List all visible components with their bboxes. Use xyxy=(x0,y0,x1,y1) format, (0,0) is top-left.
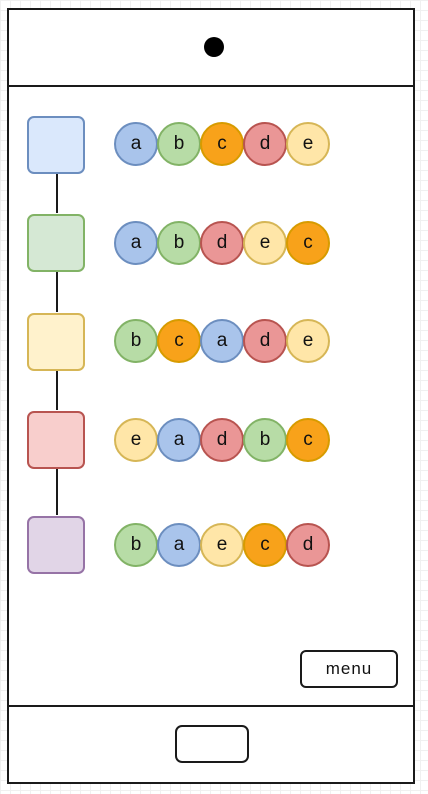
letter-row-2: a b d e c xyxy=(114,221,330,265)
letter-row-1: a b c d e xyxy=(114,122,330,166)
letter-ball[interactable]: a xyxy=(157,523,201,567)
camera-dot xyxy=(204,37,224,57)
letter-ball[interactable]: e xyxy=(286,319,330,363)
letter-ball[interactable]: e xyxy=(286,122,330,166)
connector-line xyxy=(56,469,58,515)
square-2[interactable] xyxy=(27,214,85,272)
home-button[interactable] xyxy=(175,725,249,763)
letter-ball[interactable]: a xyxy=(114,122,158,166)
connector-line xyxy=(56,371,58,410)
letter-ball[interactable]: a xyxy=(157,418,201,462)
letter-ball[interactable]: d xyxy=(243,319,287,363)
letter-ball[interactable]: b xyxy=(243,418,287,462)
square-1[interactable] xyxy=(27,116,85,174)
letter-ball[interactable]: a xyxy=(200,319,244,363)
square-5[interactable] xyxy=(27,516,85,574)
main-content: a b c d e a b d e c b c a d e e a d b c xyxy=(9,87,413,707)
letter-ball[interactable]: d xyxy=(243,122,287,166)
letter-ball[interactable]: e xyxy=(200,523,244,567)
letter-ball[interactable]: c xyxy=(243,523,287,567)
letter-ball[interactable]: b xyxy=(157,122,201,166)
letter-ball[interactable]: c xyxy=(286,221,330,265)
top-bar xyxy=(9,10,413,87)
connector-line xyxy=(56,272,58,312)
letter-ball[interactable]: c xyxy=(200,122,244,166)
letter-ball[interactable]: d xyxy=(200,418,244,462)
letter-ball[interactable]: b xyxy=(114,523,158,567)
square-3[interactable] xyxy=(27,313,85,371)
letter-ball[interactable]: c xyxy=(286,418,330,462)
letter-ball[interactable]: d xyxy=(286,523,330,567)
letter-ball[interactable]: b xyxy=(157,221,201,265)
bottom-bar xyxy=(9,705,413,782)
square-4[interactable] xyxy=(27,411,85,469)
letter-row-4: e a d b c xyxy=(114,418,330,462)
letter-ball[interactable]: b xyxy=(114,319,158,363)
letter-ball[interactable]: d xyxy=(200,221,244,265)
letter-row-5: b a e c d xyxy=(114,523,330,567)
letter-ball[interactable]: e xyxy=(114,418,158,462)
letter-ball[interactable]: e xyxy=(243,221,287,265)
letter-row-3: b c a d e xyxy=(114,319,330,363)
menu-button[interactable]: menu xyxy=(300,650,398,688)
letter-ball[interactable]: c xyxy=(157,319,201,363)
letter-ball[interactable]: a xyxy=(114,221,158,265)
connector-line xyxy=(56,174,58,213)
phone-frame: a b c d e a b d e c b c a d e e a d b c xyxy=(7,8,415,784)
